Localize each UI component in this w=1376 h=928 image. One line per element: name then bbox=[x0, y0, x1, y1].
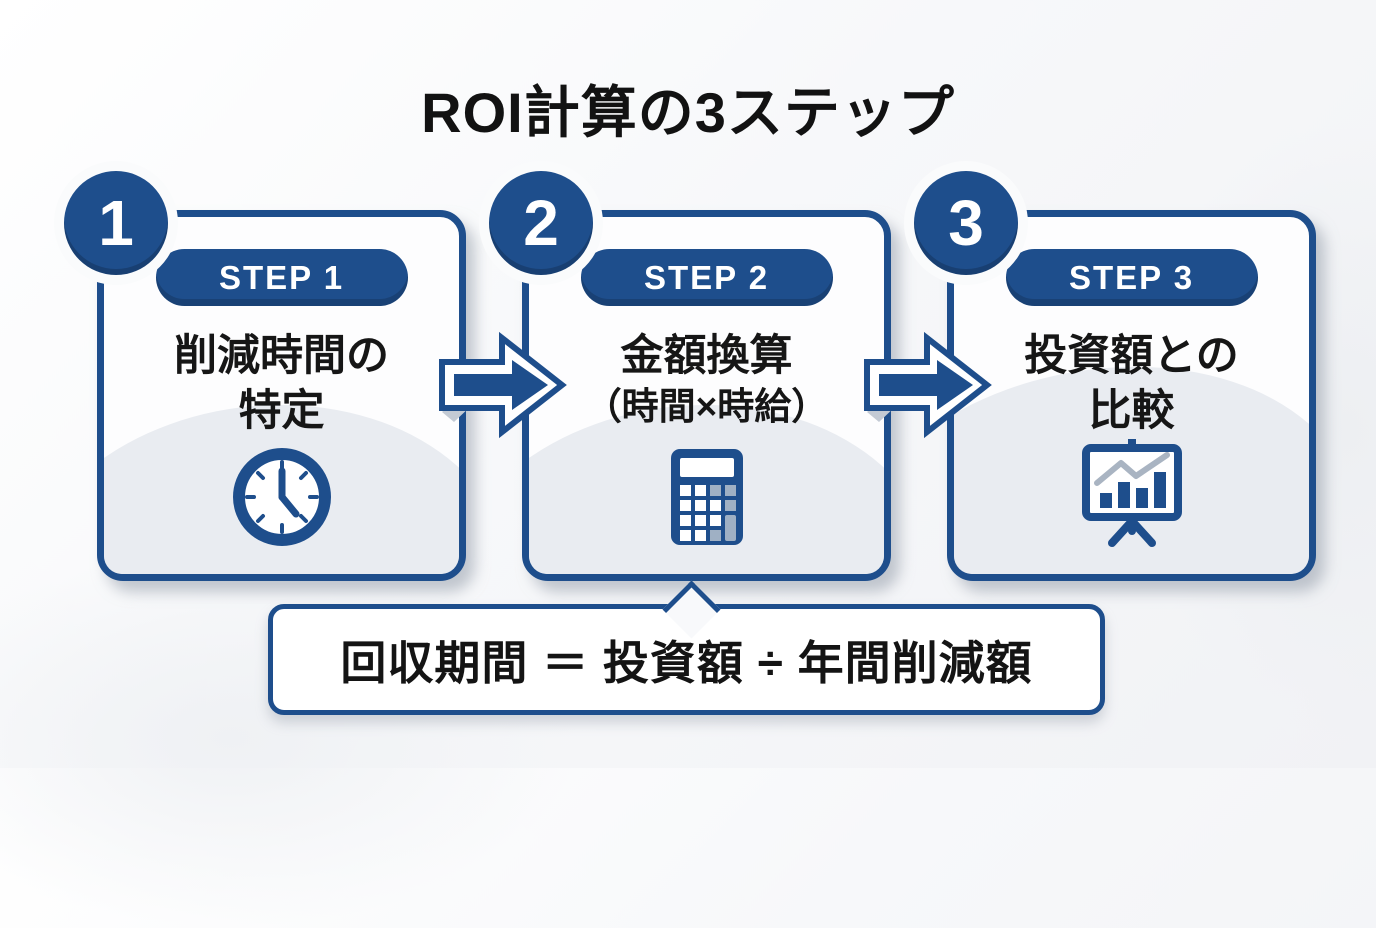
step-number-badge: 3 bbox=[914, 171, 1018, 275]
step-badge: STEP 2 bbox=[580, 249, 833, 306]
page-title: ROI計算の3ステップ bbox=[421, 81, 955, 144]
step-number-badge: 2 bbox=[489, 171, 593, 275]
step-card-1: 1 STEP 1 削減時間の 特定 bbox=[64, 171, 466, 581]
arrow-right-icon bbox=[861, 326, 993, 449]
step-card-3: 3 STEP 3 投資額との 比較 bbox=[914, 171, 1316, 581]
step-description: 金額換算 （時間×時給） bbox=[529, 329, 884, 431]
clock-icon bbox=[232, 447, 332, 552]
step-badge: STEP 1 bbox=[155, 249, 408, 306]
formula-callout: 回収期間 ＝ 投資額 ÷ 年間削減額 bbox=[268, 580, 1105, 715]
formula-text: 回収期間 ＝ 投資額 ÷ 年間削減額 bbox=[340, 636, 1033, 689]
step-description: 投資額との 比較 bbox=[954, 329, 1309, 438]
step-description: 削減時間の 特定 bbox=[104, 329, 459, 438]
step-description-line2: 特定 bbox=[238, 386, 325, 435]
presentation-chart-icon bbox=[1077, 439, 1187, 552]
step-badge: STEP 3 bbox=[1005, 249, 1258, 306]
calculator-icon bbox=[667, 447, 747, 552]
step-description-line1: 削減時間の bbox=[174, 332, 389, 380]
step-description-line2: 比較 bbox=[1088, 386, 1175, 435]
step-description-line2: （時間×時給） bbox=[584, 385, 829, 427]
step-description-line1: 投資額との bbox=[1024, 332, 1239, 380]
step-description-line1: 金額換算 bbox=[620, 332, 793, 380]
step-number-badge: 1 bbox=[64, 171, 168, 275]
step-card-2: 2 STEP 2 金額換算 （時間×時給） bbox=[489, 171, 891, 581]
arrow-right-icon bbox=[436, 326, 568, 449]
